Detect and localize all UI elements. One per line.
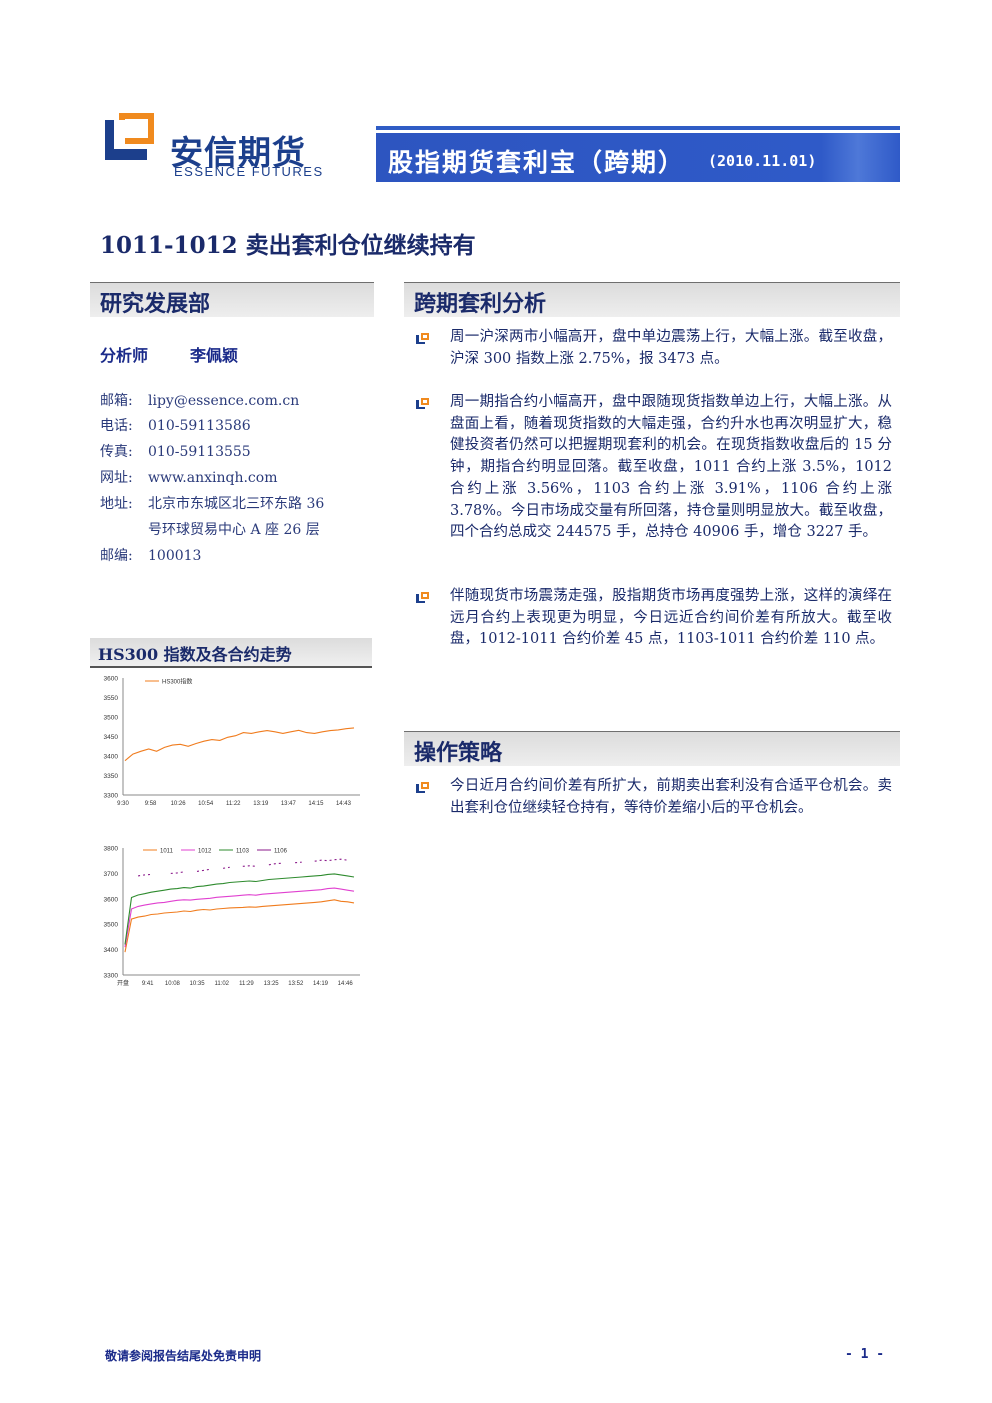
series-line-HS300指数	[124, 727, 355, 762]
y-tick-label: 3400	[104, 754, 119, 761]
page-number: - 1 -	[845, 1347, 885, 1362]
y-tick-label: 3300	[104, 973, 119, 980]
x-tick-label: 13:25	[264, 981, 280, 987]
y-tick-label: 3300	[104, 793, 119, 800]
x-tick-label: 9:41	[142, 981, 154, 987]
contact-key: 邮箱:	[100, 393, 133, 409]
x-tick-label: 9:30	[117, 801, 129, 807]
address-value-line2: 号环球贸易中心 A 座 26 层	[148, 522, 320, 538]
y-tick-label: 3350	[104, 773, 119, 780]
analysis-paragraph-2: 周一期指合约小幅高开，盘中跟随现货指数单边上行，大幅上涨。从盘面上看，随着现货指…	[450, 394, 892, 541]
legend-label: 1106	[274, 849, 288, 855]
strategy-title: 操作策略	[414, 740, 503, 766]
banner-title: 股指期货套利宝（跨期）	[388, 148, 686, 177]
series-line-1106	[138, 858, 348, 877]
x-tick-label: 13:19	[253, 801, 269, 807]
phone-value: 010-59113586	[148, 418, 251, 434]
contact-key: 地址:	[100, 496, 133, 512]
x-tick-label: 14:15	[308, 801, 324, 807]
x-tick-label: 11:29	[239, 981, 254, 987]
analyst-label: 分析师	[100, 346, 149, 365]
bullet-icon	[416, 332, 430, 344]
analyst-name: 李佩颖	[190, 346, 239, 365]
dept-header: 研究发展部	[90, 282, 374, 317]
x-tick-label: 10:26	[171, 801, 187, 807]
y-tick-label: 3600	[104, 676, 119, 683]
contact-website: 网址: www.anxinqh.com	[100, 465, 277, 491]
contact-phone: 电话: 010-59113586	[100, 413, 251, 439]
y-tick-label: 3800	[104, 846, 119, 853]
futures-contracts-chart: 3300 3400 3500 3600 3700 3800 开盘 9:41 10:08 10:35…	[104, 846, 360, 987]
contact-email: 邮箱: lipy@essence.com.cn	[100, 388, 299, 414]
y-tick-label: 3500	[104, 922, 119, 929]
y-tick-label: 3700	[104, 871, 119, 878]
legend-label: HS300指数	[162, 678, 192, 686]
report-title: 1011-1012 卖出套利仓位继续持有	[100, 232, 476, 259]
contact-key: 传真:	[100, 444, 133, 460]
bullet-icon	[416, 591, 430, 603]
logo-text-cn: 安信期货	[170, 133, 306, 172]
series-line-1103	[124, 873, 355, 945]
analysis-paragraph-1: 周一沪深两市小幅高开，盘中单边震荡上行，大幅上涨。截至收盘，沪深 300 指数上…	[450, 329, 892, 367]
x-tick-label: 10:08	[165, 981, 181, 987]
contact-key: 邮编:	[100, 548, 133, 564]
x-tick-label: 10:54	[198, 801, 214, 807]
analysis-paragraph-3: 伴随现货市场震荡走强，股指期货市场再度强势上涨，这样的演绎在远月合约上表现更为明…	[450, 588, 892, 648]
bullet-icon	[416, 781, 430, 793]
strategy-paragraph: 今日近月合约间价差有所扩大，前期卖出套利没有合适平仓机会。卖出套利仓位继续轻仓持…	[450, 778, 892, 816]
y-tick-label: 3400	[104, 947, 119, 954]
analysis-title: 跨期套利分析	[414, 291, 547, 317]
legend-label: 1011	[160, 849, 174, 855]
contact-key: 电话:	[100, 418, 133, 434]
legend-label: 1103	[236, 849, 250, 855]
analysis-header: 跨期套利分析	[404, 282, 900, 317]
hs300-index-chart: 3300 3350 3400 3450 3500 3550 3600 9:30 9:58 10:2…	[104, 676, 360, 807]
fax-value: 010-59113555	[148, 444, 251, 460]
contact-key: 网址:	[100, 470, 133, 486]
x-tick-label: 14:46	[338, 981, 354, 987]
series-line-1012	[124, 887, 355, 948]
address-value: 北京市东城区北三环东路 36	[148, 496, 325, 512]
chart-section-header: HS300 指数及各合约走势	[90, 638, 372, 668]
contact-address: 地址: 北京市东城区北三环东路 36 号环球贸易中心 A 座 26 层	[100, 491, 324, 543]
y-tick-label: 3500	[104, 715, 119, 722]
contact-fax: 传真: 010-59113555	[100, 439, 251, 465]
x-tick-label: 14:43	[336, 801, 352, 807]
x-tick-label: 13:52	[288, 981, 304, 987]
dept-title: 研究发展部	[100, 291, 211, 317]
chart-section-title: HS300 指数及各合约走势	[98, 645, 292, 664]
contact-zip: 邮编: 100013	[100, 543, 201, 569]
zip-value: 100013	[148, 548, 202, 564]
disclaimer-note: 敬请参阅报告结尾处免责申明	[105, 1349, 262, 1363]
bullet-icon	[416, 397, 430, 409]
y-tick-label: 3550	[104, 695, 119, 702]
series-line-1011	[124, 899, 355, 953]
legend-label: 1012	[198, 849, 212, 855]
x-tick-label: 11:22	[226, 801, 241, 807]
title-banner	[376, 133, 900, 182]
banner-top-line	[376, 126, 900, 130]
logo-icon	[105, 108, 159, 160]
y-tick-label: 3600	[104, 896, 119, 903]
logo-text-en: ESSENCE FUTURES	[174, 164, 324, 179]
x-tick-label: 开盘	[117, 979, 129, 987]
x-tick-label: 10:35	[190, 981, 206, 987]
website-link[interactable]: www.anxinqh.com	[148, 470, 278, 486]
email-value[interactable]: lipy@essence.com.cn	[148, 393, 300, 409]
y-tick-label: 3450	[104, 734, 119, 741]
banner-date: (2010.11.01)	[708, 152, 817, 170]
x-tick-label: 11:02	[214, 981, 229, 987]
strategy-header: 操作策略	[404, 731, 900, 766]
x-tick-label: 14:19	[313, 981, 329, 987]
x-tick-label: 13:47	[281, 801, 297, 807]
x-tick-label: 9:58	[145, 801, 157, 807]
